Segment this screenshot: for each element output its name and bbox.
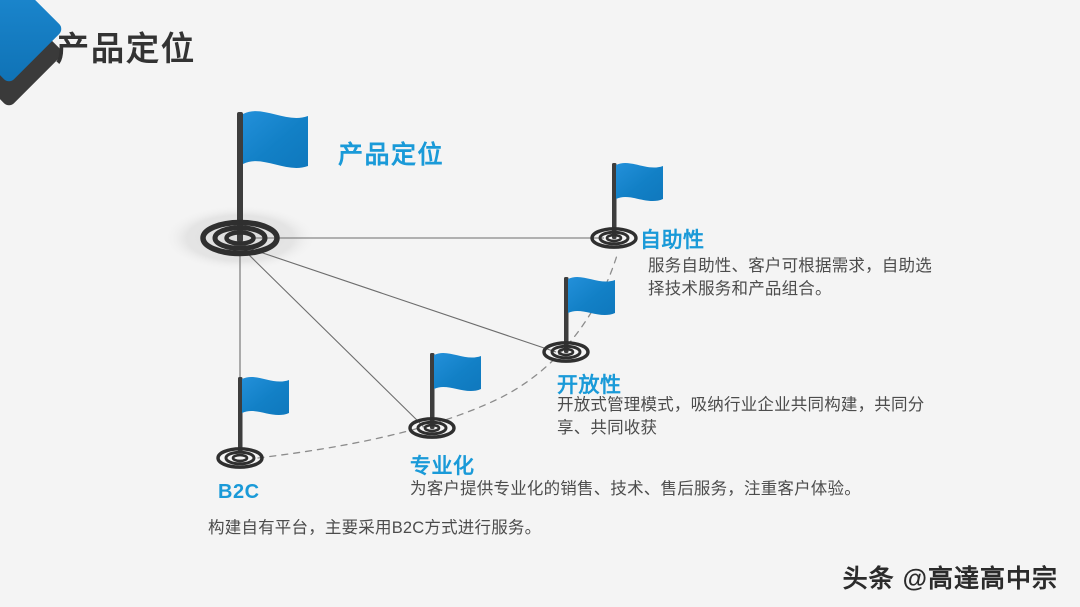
node-label-self-service: 自助性 xyxy=(640,229,705,252)
hero-node[interactable] xyxy=(200,111,308,257)
node-desc-specialization: 为客户提供专业化的销售、技术、售后服务，注重客户体验。 xyxy=(410,478,930,501)
page-title: 产品定位 xyxy=(56,30,196,67)
node-label-specialization: 专业化 xyxy=(410,455,475,478)
node-label-b2c: B2C xyxy=(218,481,260,503)
connector-hero-to-openness xyxy=(247,247,557,353)
hero-label: 产品定位 xyxy=(338,141,445,169)
self-service-flag-icon xyxy=(616,162,663,202)
openness-flag-icon xyxy=(568,276,615,316)
connector-lines xyxy=(239,237,604,452)
node-openness[interactable] xyxy=(542,276,615,363)
specialization-flag-pole xyxy=(430,353,435,429)
openness-target-icon xyxy=(542,341,590,363)
node-desc-self-service: 服务自助性、客户可根据需求，自助选 择技术服务和产品组合。 xyxy=(648,255,988,301)
node-desc-b2c-line1: 构建自有平台，主要采用B2C方式进行服务。 xyxy=(208,519,542,537)
specialization-target-icon xyxy=(408,417,456,439)
node-desc-specialization-line1: 为客户提供专业化的销售、技术、售后服务，注重客户体验。 xyxy=(410,480,861,498)
node-desc-openness-line1: 开放式管理模式，吸纳行业企业共同构建，共同分 xyxy=(557,396,925,414)
node-specialization[interactable] xyxy=(408,352,481,439)
node-desc-self-service-line1: 服务自助性、客户可根据需求，自助选 xyxy=(648,257,932,275)
hero-flag-pole xyxy=(237,112,243,242)
node-b2c[interactable] xyxy=(216,376,289,469)
b2c-target-icon xyxy=(216,447,264,469)
b2c-flag-icon xyxy=(242,376,289,416)
watermark: 头条 @高達高中宗 xyxy=(842,565,1058,593)
node-label-openness: 开放性 xyxy=(557,374,622,397)
hero-ground-shadow xyxy=(163,205,317,271)
hero-target-icon xyxy=(200,219,280,257)
self-service-target-icon xyxy=(590,227,638,249)
b2c-flag-pole xyxy=(238,377,243,453)
self-service-flag-pole xyxy=(612,163,617,239)
specialization-flag-icon xyxy=(434,352,481,392)
node-desc-self-service-line2: 择技术服务和产品组合。 xyxy=(648,279,832,298)
node-desc-openness: 开放式管理模式，吸纳行业企业共同构建，共同分 享、共同收获 xyxy=(557,394,977,440)
node-desc-openness-line2: 享、共同收获 xyxy=(557,418,658,437)
openness-flag-pole xyxy=(564,277,569,353)
connector-hero-to-specialization xyxy=(243,249,426,429)
node-desc-b2c: 构建自有平台，主要采用B2C方式进行服务。 xyxy=(208,517,688,540)
hero-flag-icon xyxy=(243,111,308,168)
